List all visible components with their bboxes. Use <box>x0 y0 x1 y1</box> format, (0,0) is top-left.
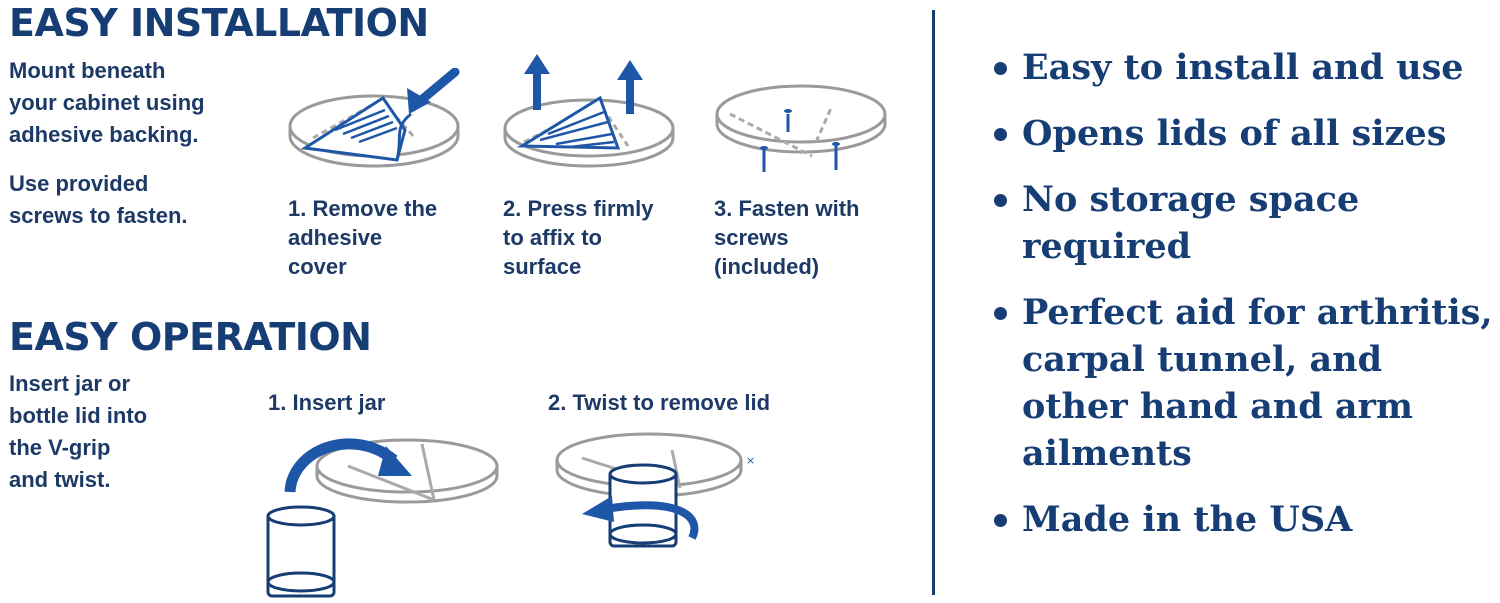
feature-text: Opens lids of all sizes <box>1022 113 1447 154</box>
feature-list: Easy to install and use Opens lids of al… <box>992 44 1497 562</box>
installation-screws-note: Use provided screws to fasten. <box>9 171 188 228</box>
bullet-icon <box>994 514 1007 527</box>
screws-icon <box>715 84 887 172</box>
installation-heading: EASY INSTALLATION <box>9 1 429 45</box>
operation-step-2-label: 2. Twist to remove lid <box>548 390 771 415</box>
bullet-icon <box>994 62 1007 75</box>
feature-item: Made in the USA <box>992 496 1497 543</box>
bullet-icon <box>994 128 1007 141</box>
install-step-2-label: 2. Press firmly to affix to surface <box>503 196 654 279</box>
adhesive-peel-icon <box>288 68 460 168</box>
installation-intro: Mount beneath your cabinet using adhesiv… <box>9 58 205 147</box>
operation-heading: EASY OPERATION <box>9 315 372 359</box>
vertical-divider <box>932 10 935 595</box>
install-step-1-label: 1. Remove the adhesive cover <box>288 196 438 279</box>
twist-jar-icon: × <box>555 432 755 548</box>
bullet-icon <box>994 307 1007 320</box>
feature-item: No storage space required <box>992 176 1497 270</box>
feature-item: Perfect aid for arthritis, carpal tunnel… <box>992 289 1497 477</box>
feature-text: No storage space required <box>1022 179 1360 267</box>
press-arrows-icon <box>503 54 675 168</box>
feature-text: Perfect aid for arthritis, carpal tunnel… <box>1022 292 1493 474</box>
feature-text: Easy to install and use <box>1022 47 1464 88</box>
feature-item: Opens lids of all sizes <box>992 110 1497 157</box>
bullet-icon <box>994 194 1007 207</box>
operation-step-1-label: 1. Insert jar <box>268 390 386 415</box>
insert-jar-icon <box>266 438 499 598</box>
operation-intro: Insert jar or bottle lid into the V-grip… <box>9 371 148 492</box>
install-step-3-label: 3. Fasten with screws (included) <box>714 196 860 279</box>
feature-item: Easy to install and use <box>992 44 1497 91</box>
svg-text:×: × <box>746 454 755 467</box>
feature-text: Made in the USA <box>1022 499 1353 540</box>
